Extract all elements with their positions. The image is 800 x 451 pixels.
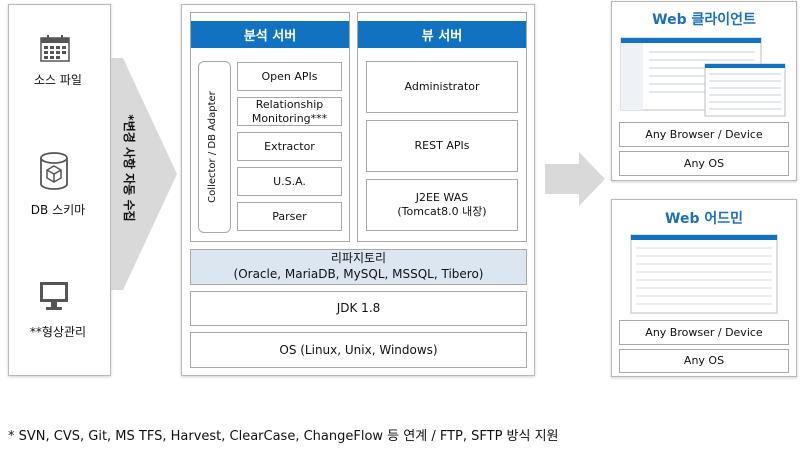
view-server-block — [357, 12, 527, 242]
web-admin-screenshot — [630, 234, 778, 314]
extractor-box: Extractor — [237, 132, 342, 161]
analysis-server-title: 분석 서버 — [191, 21, 349, 48]
database-cube-icon — [40, 152, 68, 190]
analysis-server-block — [190, 12, 350, 242]
os-box: OS (Linux, Unix, Windows) — [190, 332, 527, 368]
collect-arrow — [111, 58, 177, 290]
open-apis-box: Open APIs — [237, 62, 342, 91]
collect-arrow-label: *변경 사항 자동 수집 — [122, 114, 136, 222]
repository-box: 리파지토리 (Oracle, MariaDB, MySQL, MSSQL, Ti… — [190, 249, 527, 285]
web-client-screenshot — [620, 37, 786, 117]
source-file-label: 소스 파일 — [34, 73, 82, 87]
db-schema-label: DB 스키마 — [30, 203, 86, 217]
usa-box: U.S.A. — [237, 167, 342, 196]
relationship-monitoring-box: Relationship Monitoring*** — [237, 97, 342, 126]
web-client-title: Web 클라이언트 — [652, 12, 756, 28]
parser-box: Parser — [237, 202, 342, 231]
view-server-title: 뷰 서버 — [358, 21, 526, 48]
web-admin-browser-box: Any Browser / Device — [619, 320, 789, 345]
jdk-box: JDK 1.8 — [190, 291, 527, 326]
calendar-grid-icon — [40, 35, 70, 62]
web-admin-title: Web 어드민 — [665, 211, 743, 227]
deliver-arrow — [545, 152, 605, 206]
j2ee-was-line1: J2EE WAS — [415, 191, 469, 205]
j2ee-was-box: J2EE WAS (Tomcat8.0 내장) — [366, 179, 518, 231]
web-client-browser-box: Any Browser / Device — [619, 122, 789, 147]
monitor-icon — [40, 282, 68, 310]
j2ee-was-line2: (Tomcat8.0 내장) — [397, 205, 487, 218]
collector-adapter-box — [198, 61, 231, 233]
footnote: * SVN, CVS, Git, MS TFS, Harvest, ClearC… — [8, 429, 559, 444]
administrator-box: Administrator — [366, 61, 518, 113]
rest-apis-box: REST APIs — [366, 120, 518, 172]
web-admin-os-box: Any OS — [619, 349, 789, 373]
config-mgmt-label: **형상관리 — [29, 325, 87, 339]
collector-adapter-label: Collector / DB Adapter — [207, 91, 218, 203]
repository-title: 리파지토리 — [330, 251, 387, 266]
web-client-os-box: Any OS — [619, 151, 789, 176]
source-panel — [8, 4, 111, 376]
repository-dbs: (Oracle, MariaDB, MySQL, MSSQL, Tibero) — [233, 267, 484, 281]
